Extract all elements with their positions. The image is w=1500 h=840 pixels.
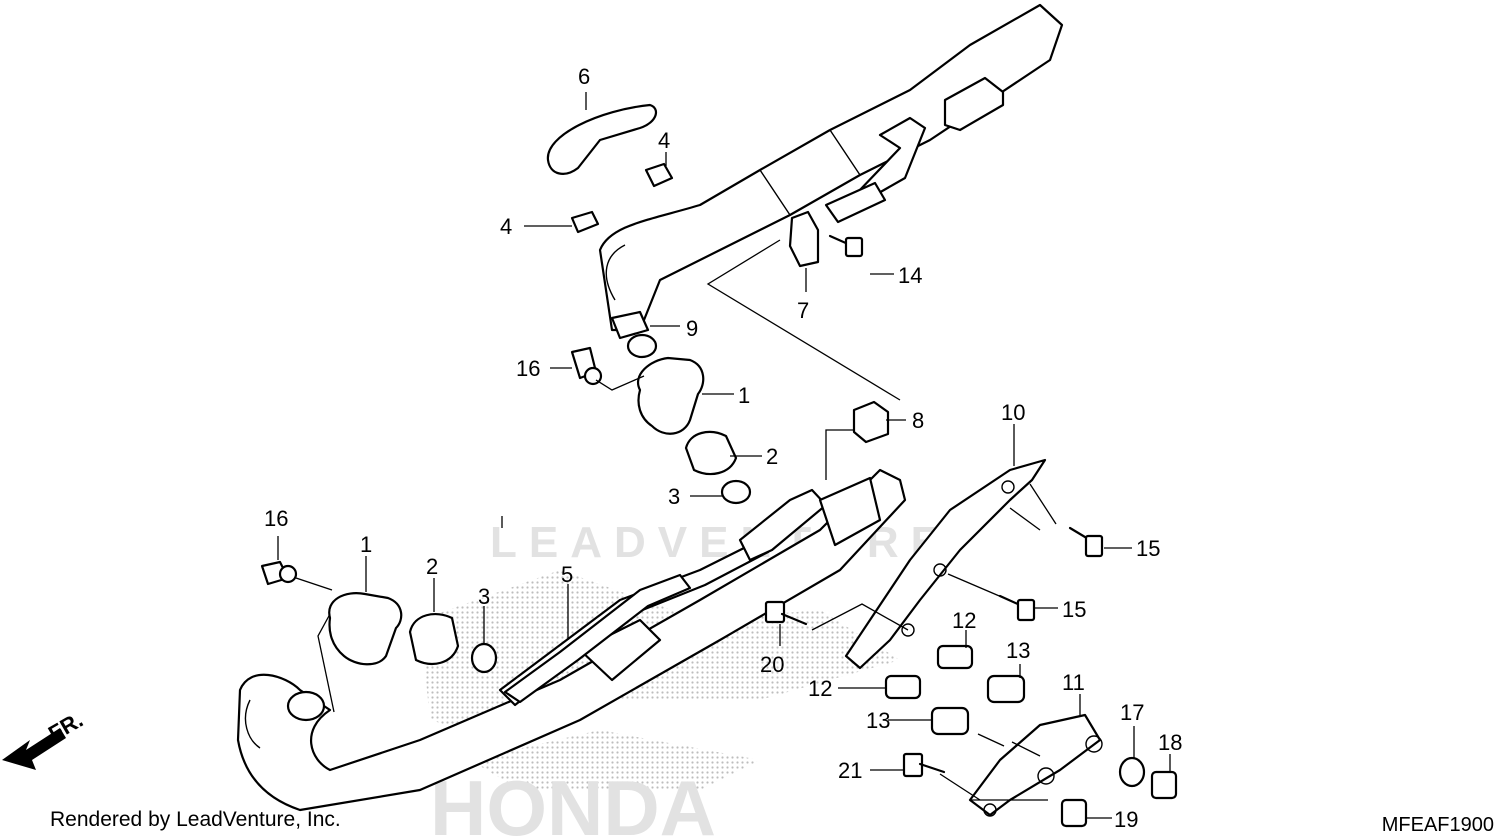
- muffler-bracket-10: [844, 458, 1047, 670]
- heat-shield-5: [503, 573, 692, 704]
- front-direction-arrow: FR.: [2, 707, 87, 770]
- collar-lower: [408, 613, 460, 665]
- nut-18: [1150, 770, 1178, 800]
- callout-17: 17: [1120, 700, 1144, 725]
- clip-upper: [644, 162, 674, 188]
- callout-18: 18: [1158, 730, 1182, 755]
- nut-19: [1060, 798, 1088, 828]
- callout-7: 7: [797, 298, 809, 323]
- callout-labels: 6 4 4 14 7 9 16 1 2 3 8 10 15 15 16 1 2 …: [264, 64, 1182, 832]
- callout-13-upper: 13: [1006, 638, 1030, 663]
- callout-4-upper: 4: [658, 128, 670, 153]
- callout-11: 11: [1062, 670, 1085, 695]
- callout-1-lower: 1: [360, 532, 372, 557]
- callout-15-lower: 15: [1062, 597, 1086, 622]
- gasket-lower: [470, 642, 498, 674]
- bolt-14: [828, 234, 864, 258]
- gasket-9: [626, 333, 658, 359]
- stud-nut-lower: [260, 560, 298, 586]
- bolt-21: [902, 752, 946, 778]
- callout-1-upper: 1: [738, 383, 750, 408]
- collar-12-upper: [936, 644, 974, 670]
- callout-6: 6: [578, 64, 590, 89]
- gasket-upper: [720, 479, 752, 505]
- callout-14: 14: [898, 263, 922, 288]
- callout-12-lower: 12: [808, 676, 832, 701]
- callout-4-lower: 4: [500, 214, 512, 239]
- bolt-15-upper: [1068, 526, 1104, 558]
- callout-2-lower: 2: [426, 554, 438, 579]
- bolt-15-lower: [998, 594, 1036, 622]
- washer-17: [1118, 756, 1146, 788]
- exhaust-flange-upper: [637, 356, 705, 435]
- honda-wing-watermark: HONDA: [420, 570, 900, 840]
- render-credit: Rendered by LeadVenture, Inc.: [50, 808, 341, 831]
- leader-lines: [277, 92, 1171, 819]
- heat-shield: [546, 103, 658, 175]
- callout-10: 10: [1001, 400, 1025, 425]
- rear-muffler-assembly: [598, 3, 1064, 340]
- callout-19: 19: [1114, 807, 1138, 832]
- honda-watermark-text: HONDA: [430, 764, 716, 840]
- callout-13-lower: 13: [866, 708, 890, 733]
- muffler-band: [788, 210, 820, 268]
- callout-20: 20: [760, 652, 784, 677]
- callout-21: 21: [838, 758, 862, 783]
- callout-3-lower: 3: [478, 584, 490, 609]
- collar-12-lower: [884, 674, 922, 700]
- stud-nut-upper: [570, 346, 603, 386]
- callout-16-lower: 16: [264, 506, 288, 531]
- clip-lower: [570, 210, 600, 234]
- callout-15-upper: 15: [1136, 536, 1160, 561]
- bushing-13-upper: [986, 674, 1026, 704]
- callout-9: 9: [686, 316, 698, 341]
- collar-upper: [684, 430, 738, 476]
- diagram-code: MFEAF1900: [1381, 814, 1494, 836]
- callout-3-upper: 3: [668, 484, 680, 509]
- callout-5: 5: [561, 562, 573, 587]
- callout-8: 8: [912, 408, 924, 433]
- collar-8: [852, 400, 890, 444]
- callout-2-upper: 2: [766, 444, 778, 469]
- callout-16-upper: 16: [516, 356, 540, 381]
- callout-12-upper: 12: [952, 608, 976, 633]
- exhaust-flange-lower: [328, 592, 403, 666]
- bushing-13-lower: [930, 706, 970, 736]
- bolt-20: [764, 600, 808, 626]
